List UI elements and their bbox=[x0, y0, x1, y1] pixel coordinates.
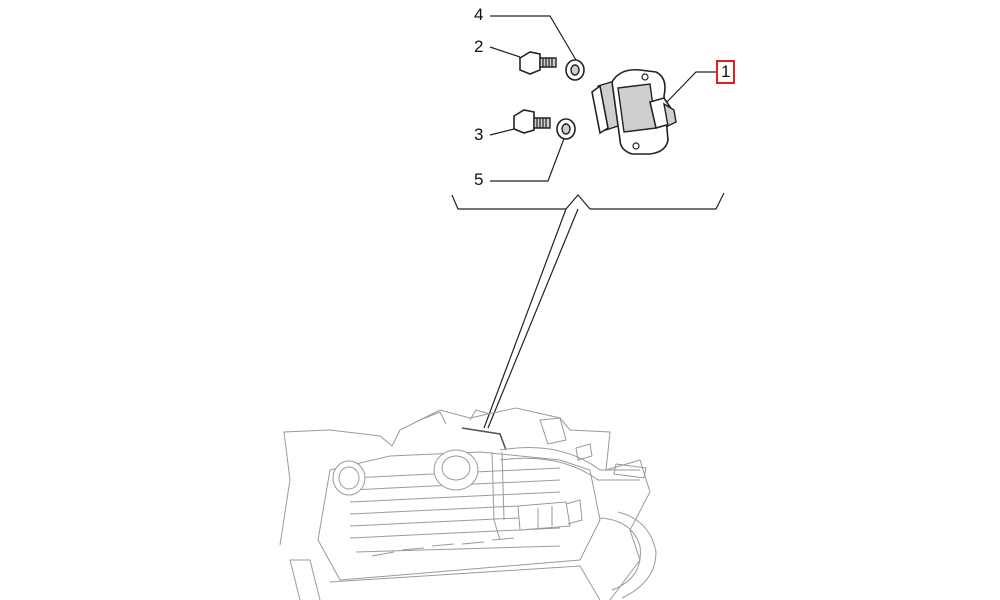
bolt-part-3 bbox=[513, 109, 551, 134]
idle-air-control-valve bbox=[591, 68, 677, 155]
callout-5[interactable]: 5 bbox=[474, 170, 484, 189]
leader-line-5 bbox=[490, 135, 566, 182]
callout-1-selected[interactable]: 1 bbox=[716, 60, 736, 84]
leader-lines bbox=[489, 15, 716, 182]
washer-part-5 bbox=[556, 118, 576, 140]
washer-part-4 bbox=[565, 59, 585, 81]
callout-4[interactable]: 4 bbox=[474, 5, 484, 24]
bolt-part-2 bbox=[519, 51, 557, 75]
assembly-bracket bbox=[451, 192, 725, 429]
leader-line-4 bbox=[490, 15, 577, 61]
leader-line-2 bbox=[489, 46, 521, 58]
callout-2[interactable]: 2 bbox=[474, 37, 484, 56]
engine-block-outline bbox=[279, 407, 657, 600]
leader-line-1 bbox=[664, 71, 716, 105]
callout-3[interactable]: 3 bbox=[474, 125, 484, 144]
